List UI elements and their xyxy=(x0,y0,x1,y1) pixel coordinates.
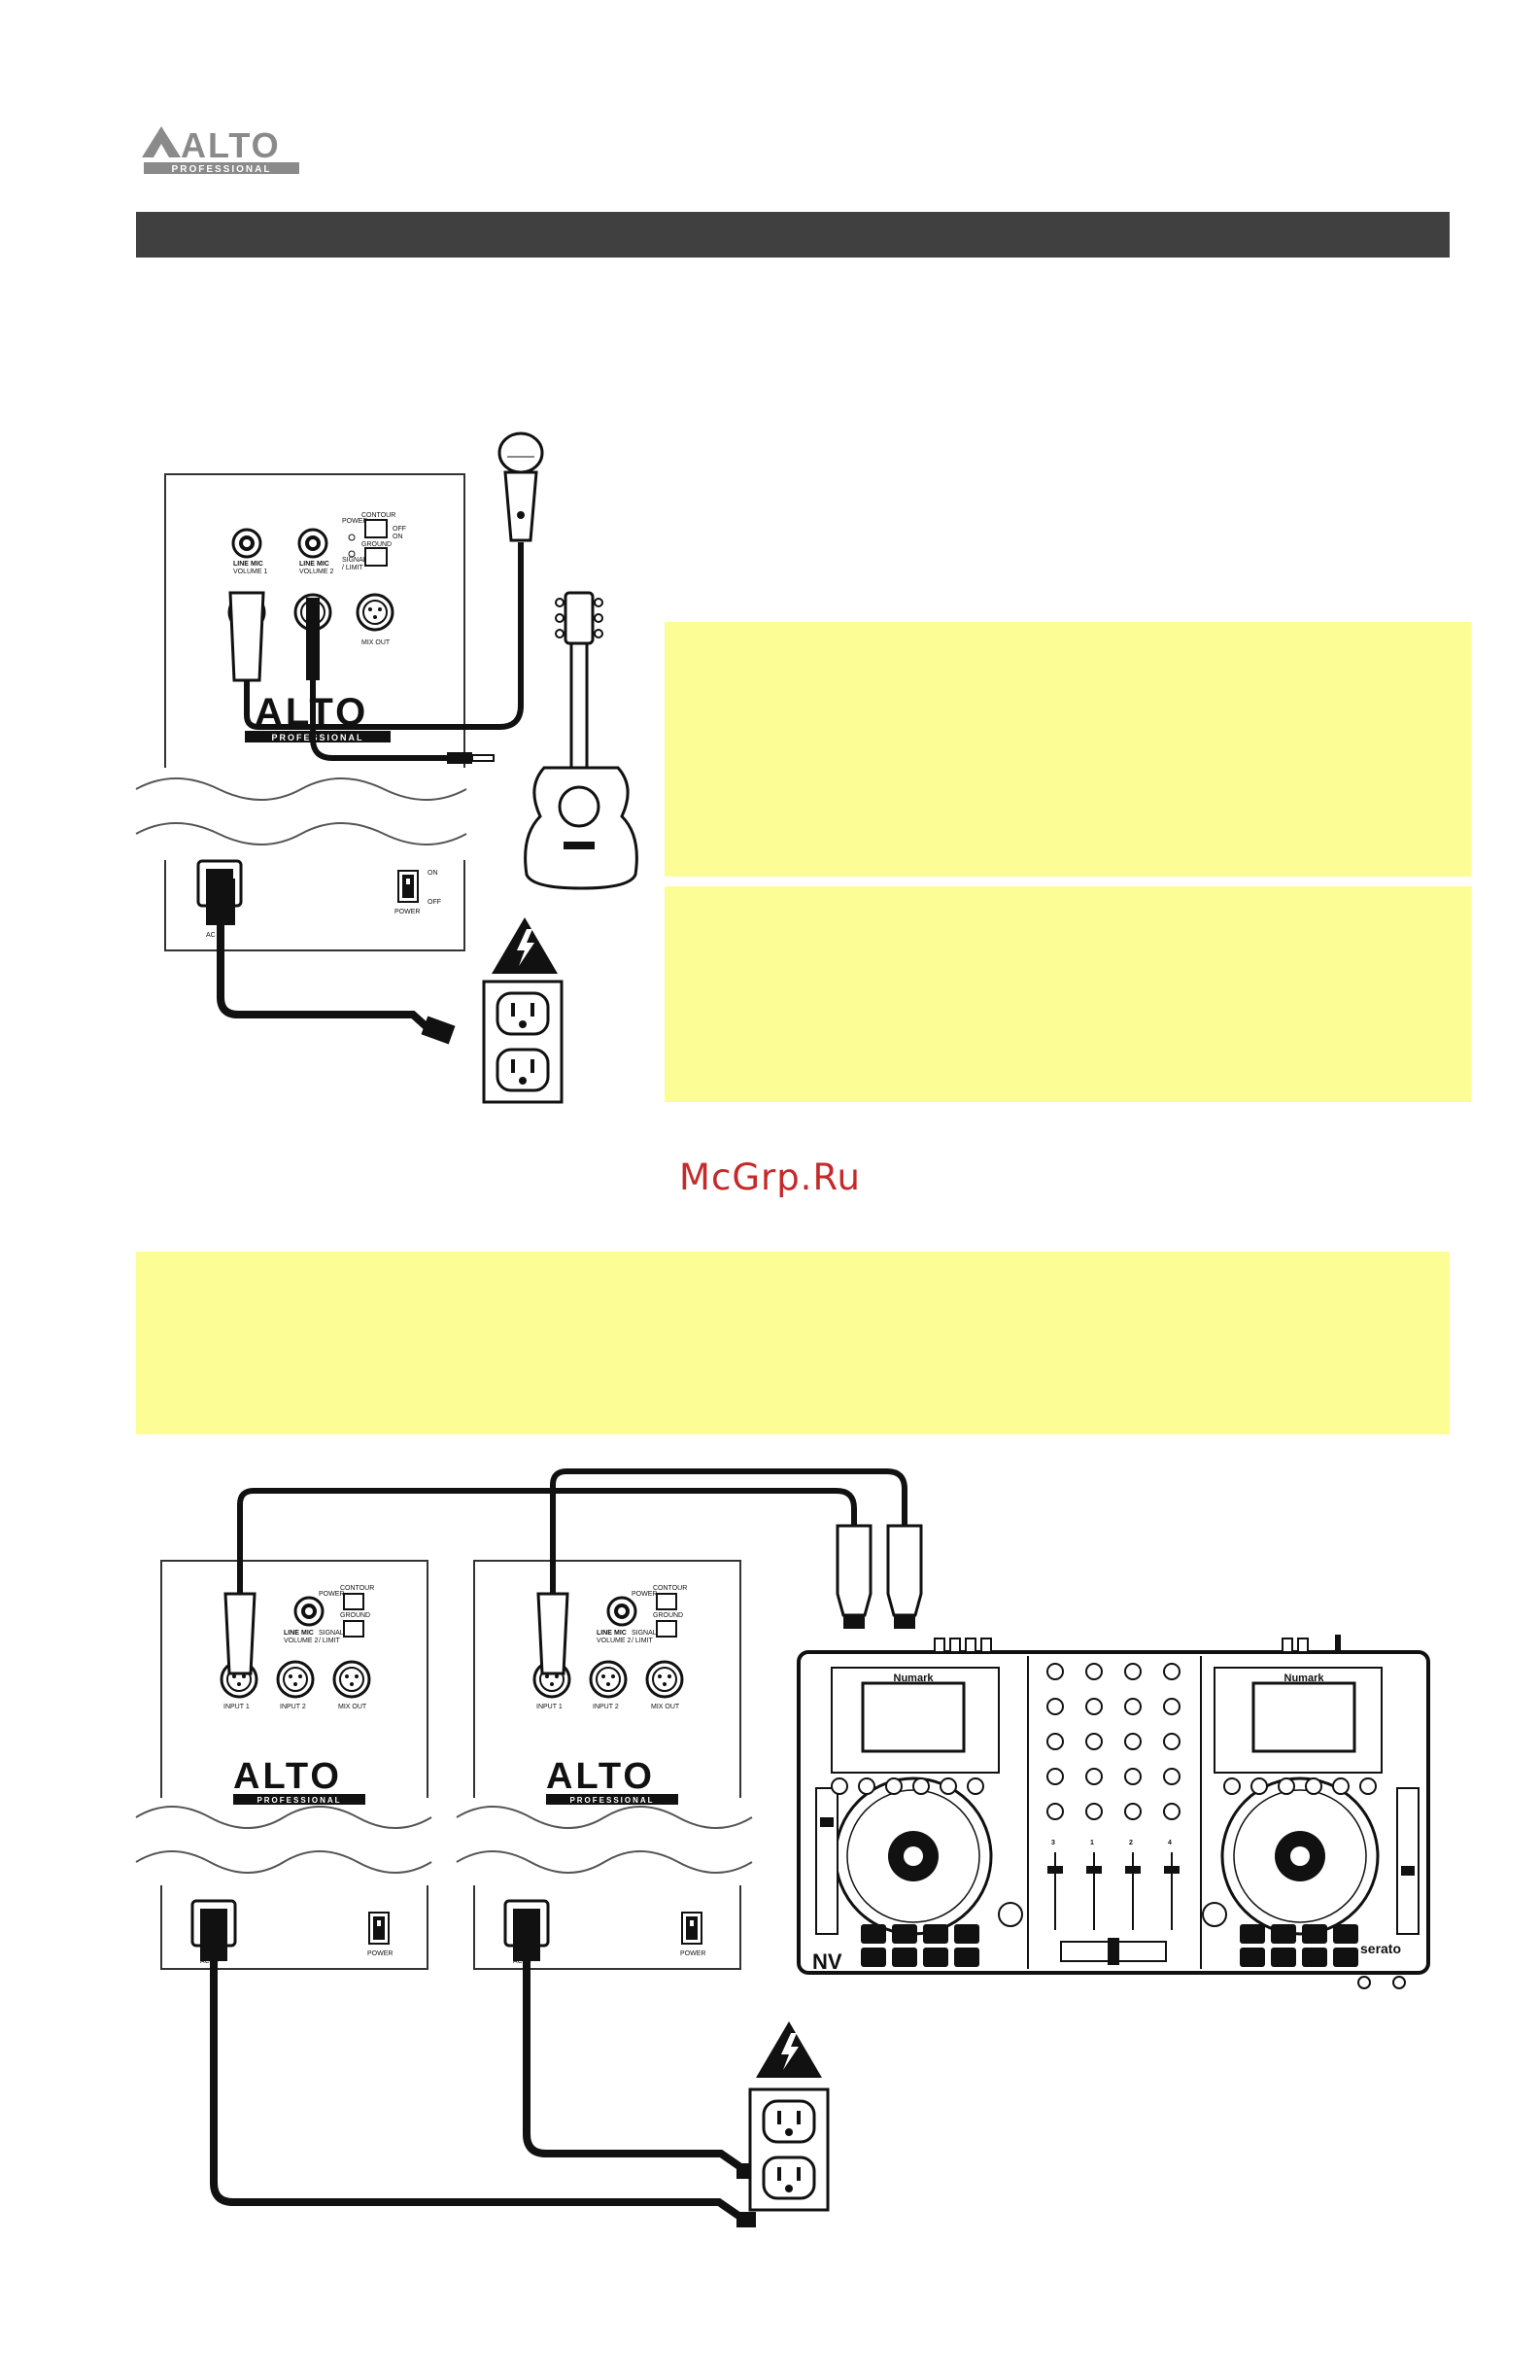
label-line-1: LINE xyxy=(233,561,249,568)
left-label-input-2: INPUT 2 xyxy=(280,1704,306,1710)
left-label-ac-in: AC IN xyxy=(200,1958,219,1965)
label-power: POWER xyxy=(342,518,367,525)
left-label-line: LINE xyxy=(284,1630,299,1637)
acoustic-guitar-icon xyxy=(524,591,638,890)
left-label-limit: / LIMIT xyxy=(319,1638,341,1644)
electrical-warning-icon-2 xyxy=(756,2021,822,2078)
left-label-power-switch: POWER xyxy=(367,1950,393,1957)
channel-2-label: 2 xyxy=(1129,1840,1133,1846)
controller-brand-left: Numark xyxy=(894,1673,935,1684)
right-label-line: LINE xyxy=(597,1630,612,1637)
label-ground: GROUND xyxy=(361,541,392,548)
right-label-input-2: INPUT 2 xyxy=(593,1704,619,1710)
xlr-cables xyxy=(237,1468,923,1629)
label-contour: CONTOUR xyxy=(361,512,395,519)
logo-wordmark: ALTO xyxy=(181,125,281,165)
channel-3-label: 3 xyxy=(1051,1840,1055,1846)
section-header-bar xyxy=(136,212,1450,258)
note-box-2 xyxy=(665,886,1471,1102)
left-label-contour: CONTOUR xyxy=(340,1585,374,1592)
label-signal: SIGNAL xyxy=(342,557,367,564)
label-limit: / LIMIT xyxy=(342,565,364,571)
right-label-ac-in: AC IN xyxy=(513,1958,531,1965)
label-off: OFF xyxy=(393,526,406,533)
wall-outlet-icon xyxy=(482,980,564,1104)
label-volume-1: VOLUME 1 xyxy=(233,569,268,575)
right-label-mic: MIC xyxy=(614,1630,627,1637)
watermark: McGrp.Ru xyxy=(679,1156,861,1198)
label-mic-2: MIC xyxy=(317,561,329,568)
speaker-brand-left: ALTO xyxy=(233,1756,342,1797)
speaker-rear-panel-left: LINE MIC VOLUME 2 POWER SIGNAL / LIMIT C… xyxy=(135,1560,447,1970)
label-line-2: LINE xyxy=(299,561,315,568)
channel-1-label: 1 xyxy=(1090,1840,1094,1846)
right-label-mix-out: MIX OUT xyxy=(651,1704,680,1710)
speaker-rear-panel-right: LINE MIC VOLUME 2 POWER SIGNAL / LIMIT C… xyxy=(456,1560,753,1970)
left-label-power: POWER xyxy=(319,1591,344,1598)
right-label-contour: CONTOUR xyxy=(653,1585,687,1592)
label-on: ON xyxy=(393,534,403,540)
label-switch-on: ON xyxy=(428,870,438,877)
logo-subtitle: PROFESSIONAL xyxy=(172,164,272,175)
right-label-ground: GROUND xyxy=(653,1612,683,1619)
note-box-1 xyxy=(665,622,1471,877)
speaker-brand-right: ALTO xyxy=(546,1756,655,1797)
microphone-icon xyxy=(497,431,544,542)
left-label-mic: MIC xyxy=(301,1630,314,1637)
left-label-signal: SIGNAL xyxy=(319,1630,344,1637)
controller-model: NV xyxy=(812,1949,842,1974)
right-label-input-1: INPUT 1 xyxy=(536,1704,563,1710)
left-label-input-1: INPUT 1 xyxy=(223,1704,250,1710)
controller-brand-right: Numark xyxy=(1284,1673,1325,1684)
dj-controller: Numark Numark xyxy=(797,1635,1430,1989)
left-label-ground: GROUND xyxy=(340,1612,370,1619)
label-switch-off: OFF xyxy=(428,899,441,906)
label-power-switch: POWER xyxy=(394,909,420,915)
speaker-brand-sub-left: PROFESSIONAL xyxy=(257,1796,341,1805)
channel-4-label: 4 xyxy=(1168,1840,1172,1846)
right-label-power: POWER xyxy=(632,1591,657,1598)
left-label-mix-out: MIX OUT xyxy=(338,1704,367,1710)
right-label-volume-2: VOLUME 2 xyxy=(597,1638,632,1644)
speaker-rear-panel-single: LINE MIC VOLUME 1 LINE MIC VOLUME 2 POWE… xyxy=(135,473,524,1045)
speaker-brand-sub-right: PROFESSIONAL xyxy=(569,1796,654,1805)
label-volume-2: VOLUME 2 xyxy=(299,569,334,575)
left-label-volume-2: VOLUME 2 xyxy=(284,1638,319,1644)
wall-outlet-icon-2 xyxy=(748,2087,830,2212)
right-label-signal: SIGNAL xyxy=(632,1630,657,1637)
label-ac-in: AC IN xyxy=(206,932,224,939)
label-mix-out: MIX OUT xyxy=(361,639,391,646)
speaker-brand-sub-1: PROFESSIONAL xyxy=(271,733,363,742)
right-label-limit: / LIMIT xyxy=(632,1638,654,1644)
controller-software: serato xyxy=(1360,1941,1401,1956)
note-box-3 xyxy=(136,1252,1450,1434)
alto-logo: ALTO PROFESSIONAL xyxy=(142,125,299,175)
label-mic-1: MIC xyxy=(251,561,263,568)
right-label-power-switch: POWER xyxy=(680,1950,705,1957)
electrical-warning-icon xyxy=(492,917,558,974)
